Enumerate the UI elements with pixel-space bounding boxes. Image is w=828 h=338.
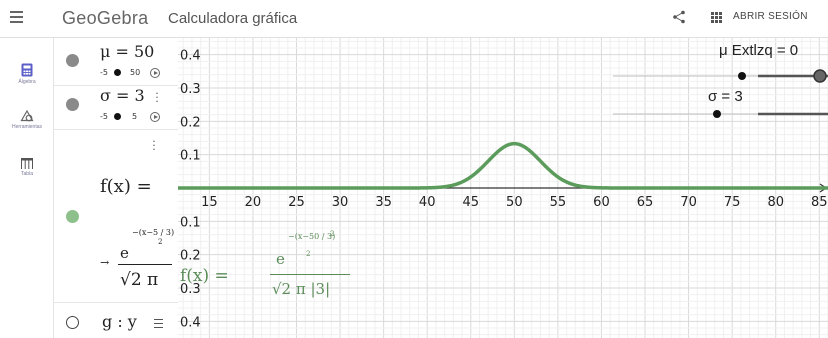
graph-formula-num-base: e bbox=[276, 250, 285, 268]
f-num-exponent-power: 2 bbox=[158, 238, 163, 246]
normal-curve bbox=[178, 141, 828, 190]
x-tick-label: 20 bbox=[245, 195, 262, 210]
slider-top-label: μ Extlzq = 0 bbox=[719, 42, 799, 59]
f-arrow: → bbox=[100, 256, 110, 269]
row-divider bbox=[54, 85, 178, 86]
app-brand: GeoGebra bbox=[62, 8, 149, 28]
calculator-icon bbox=[21, 63, 33, 77]
sigma-visibility-toggle[interactable] bbox=[66, 98, 79, 111]
x-tick-label: 35 bbox=[375, 195, 392, 210]
graphics-view[interactable]: 15 20 25 30 35 40 45 50 55 60 65 70 75 80 85 0.4 0.3 0.2 0… bbox=[178, 38, 828, 338]
g-list-icon[interactable] bbox=[154, 318, 163, 328]
x-tick-label: 45 bbox=[462, 195, 479, 210]
y-tick-label: 0.4 bbox=[180, 315, 201, 330]
y-tick-label: 0.3 bbox=[180, 82, 201, 97]
f-lhs[interactable]: f(x) = bbox=[100, 176, 152, 197]
x-tick-label: 65 bbox=[637, 195, 654, 210]
x-tick-label: 50 bbox=[506, 195, 523, 210]
x-tick-label: 60 bbox=[593, 195, 610, 210]
toolbar-label-tools: Herramientas bbox=[11, 124, 42, 130]
toolbar-label-algebra: Álgebra bbox=[18, 79, 36, 85]
x-tick-label: 55 bbox=[550, 195, 567, 210]
toolbar-item-algebra[interactable]: Álgebra bbox=[0, 63, 54, 85]
tools-icon bbox=[20, 110, 34, 122]
side-toolbar: Álgebra Herramientas Tabla bbox=[0, 38, 54, 338]
f-denominator: √2 π bbox=[120, 270, 159, 290]
f-fraction-bar bbox=[118, 264, 172, 265]
sigma-expression[interactable]: σ = 3 bbox=[100, 86, 145, 105]
y-tick-label: 0.2 bbox=[180, 249, 201, 264]
x-tick-label: 75 bbox=[724, 195, 741, 210]
sigma-more-menu[interactable]: ··· bbox=[155, 87, 159, 108]
table-icon bbox=[21, 158, 33, 169]
f-num-base: e bbox=[120, 244, 129, 262]
f-visibility-toggle[interactable] bbox=[66, 210, 79, 223]
x-tick-label: 25 bbox=[288, 195, 305, 210]
mu-play-button[interactable] bbox=[150, 68, 160, 78]
mu-expression[interactable]: μ = 50 bbox=[100, 42, 155, 61]
slider-handle-top-end bbox=[813, 69, 827, 83]
f-more-menu[interactable]: ··· bbox=[152, 135, 156, 156]
slider-handle-top bbox=[738, 72, 746, 80]
f-num-exponent: −(x−5 / 3) bbox=[132, 228, 175, 237]
y-tick-label: 0.1 bbox=[180, 215, 201, 230]
algebra-panel: μ = 50 -5 50 σ = 3 ··· -5 5 ··· f(x) = →… bbox=[54, 38, 178, 338]
slider-handle-mid bbox=[713, 110, 721, 118]
apps-icon[interactable] bbox=[711, 12, 722, 23]
mu-slider-handle[interactable] bbox=[114, 69, 121, 76]
slider-mid-label: σ = 3 bbox=[708, 88, 743, 105]
mu-slider-min: -5 bbox=[100, 68, 108, 77]
x-tick-label: 15 bbox=[201, 195, 218, 210]
row-divider bbox=[54, 302, 178, 303]
sigma-slider-max: 5 bbox=[132, 112, 138, 121]
graph-canvas[interactable]: 15 20 25 30 35 40 45 50 55 60 65 70 75 80 85 0.4 0.3 0.2 0… bbox=[178, 38, 828, 338]
toolbar-item-tools[interactable]: Herramientas bbox=[0, 110, 54, 130]
toolbar-label-table: Tabla bbox=[21, 171, 33, 177]
x-tick-label: 85 bbox=[811, 195, 828, 210]
y-tick-label: 0.3 bbox=[180, 282, 201, 297]
g-visibility-toggle[interactable] bbox=[66, 316, 79, 329]
sign-in-button[interactable]: ABRIR SESIÓN bbox=[733, 11, 808, 22]
x-tick-label: 30 bbox=[332, 195, 349, 210]
graph-formula-denominator: √2 π |3| bbox=[272, 280, 331, 298]
y-tick-label: 0.2 bbox=[180, 115, 201, 130]
sigma-slider-min: -5 bbox=[100, 112, 108, 121]
menu-icon[interactable] bbox=[10, 10, 26, 24]
x-tick-label: 40 bbox=[419, 195, 436, 210]
graph-formula-lhs: f(x) = bbox=[180, 266, 229, 286]
graph-formula-exponent-power: 2 bbox=[330, 230, 335, 238]
graph-formula-exponent: −(x−50 / 3) bbox=[288, 232, 336, 241]
share-icon[interactable] bbox=[672, 10, 686, 24]
mu-visibility-toggle[interactable] bbox=[66, 54, 79, 67]
graph-formula-exponent-denominator: 2 bbox=[306, 250, 311, 258]
x-tick-label: 80 bbox=[767, 195, 784, 210]
graph-formula-fraction-bar bbox=[270, 274, 350, 275]
sigma-play-button[interactable] bbox=[150, 112, 160, 122]
sigma-slider-handle[interactable] bbox=[114, 113, 121, 120]
row-divider bbox=[54, 129, 178, 130]
y-tick-label: 0.4 bbox=[180, 49, 201, 64]
app-subtitle: Calculadora gráfica bbox=[168, 10, 298, 27]
app-header: GeoGebra Calculadora gráfica ABRIR SESIÓ… bbox=[0, 0, 828, 38]
x-tick-label: 70 bbox=[680, 195, 697, 210]
y-tick-label: 0.1 bbox=[180, 149, 201, 164]
g-expression[interactable]: g : y bbox=[102, 312, 137, 331]
toolbar-item-table[interactable]: Tabla bbox=[0, 158, 54, 177]
mu-slider-max: 50 bbox=[130, 68, 141, 77]
